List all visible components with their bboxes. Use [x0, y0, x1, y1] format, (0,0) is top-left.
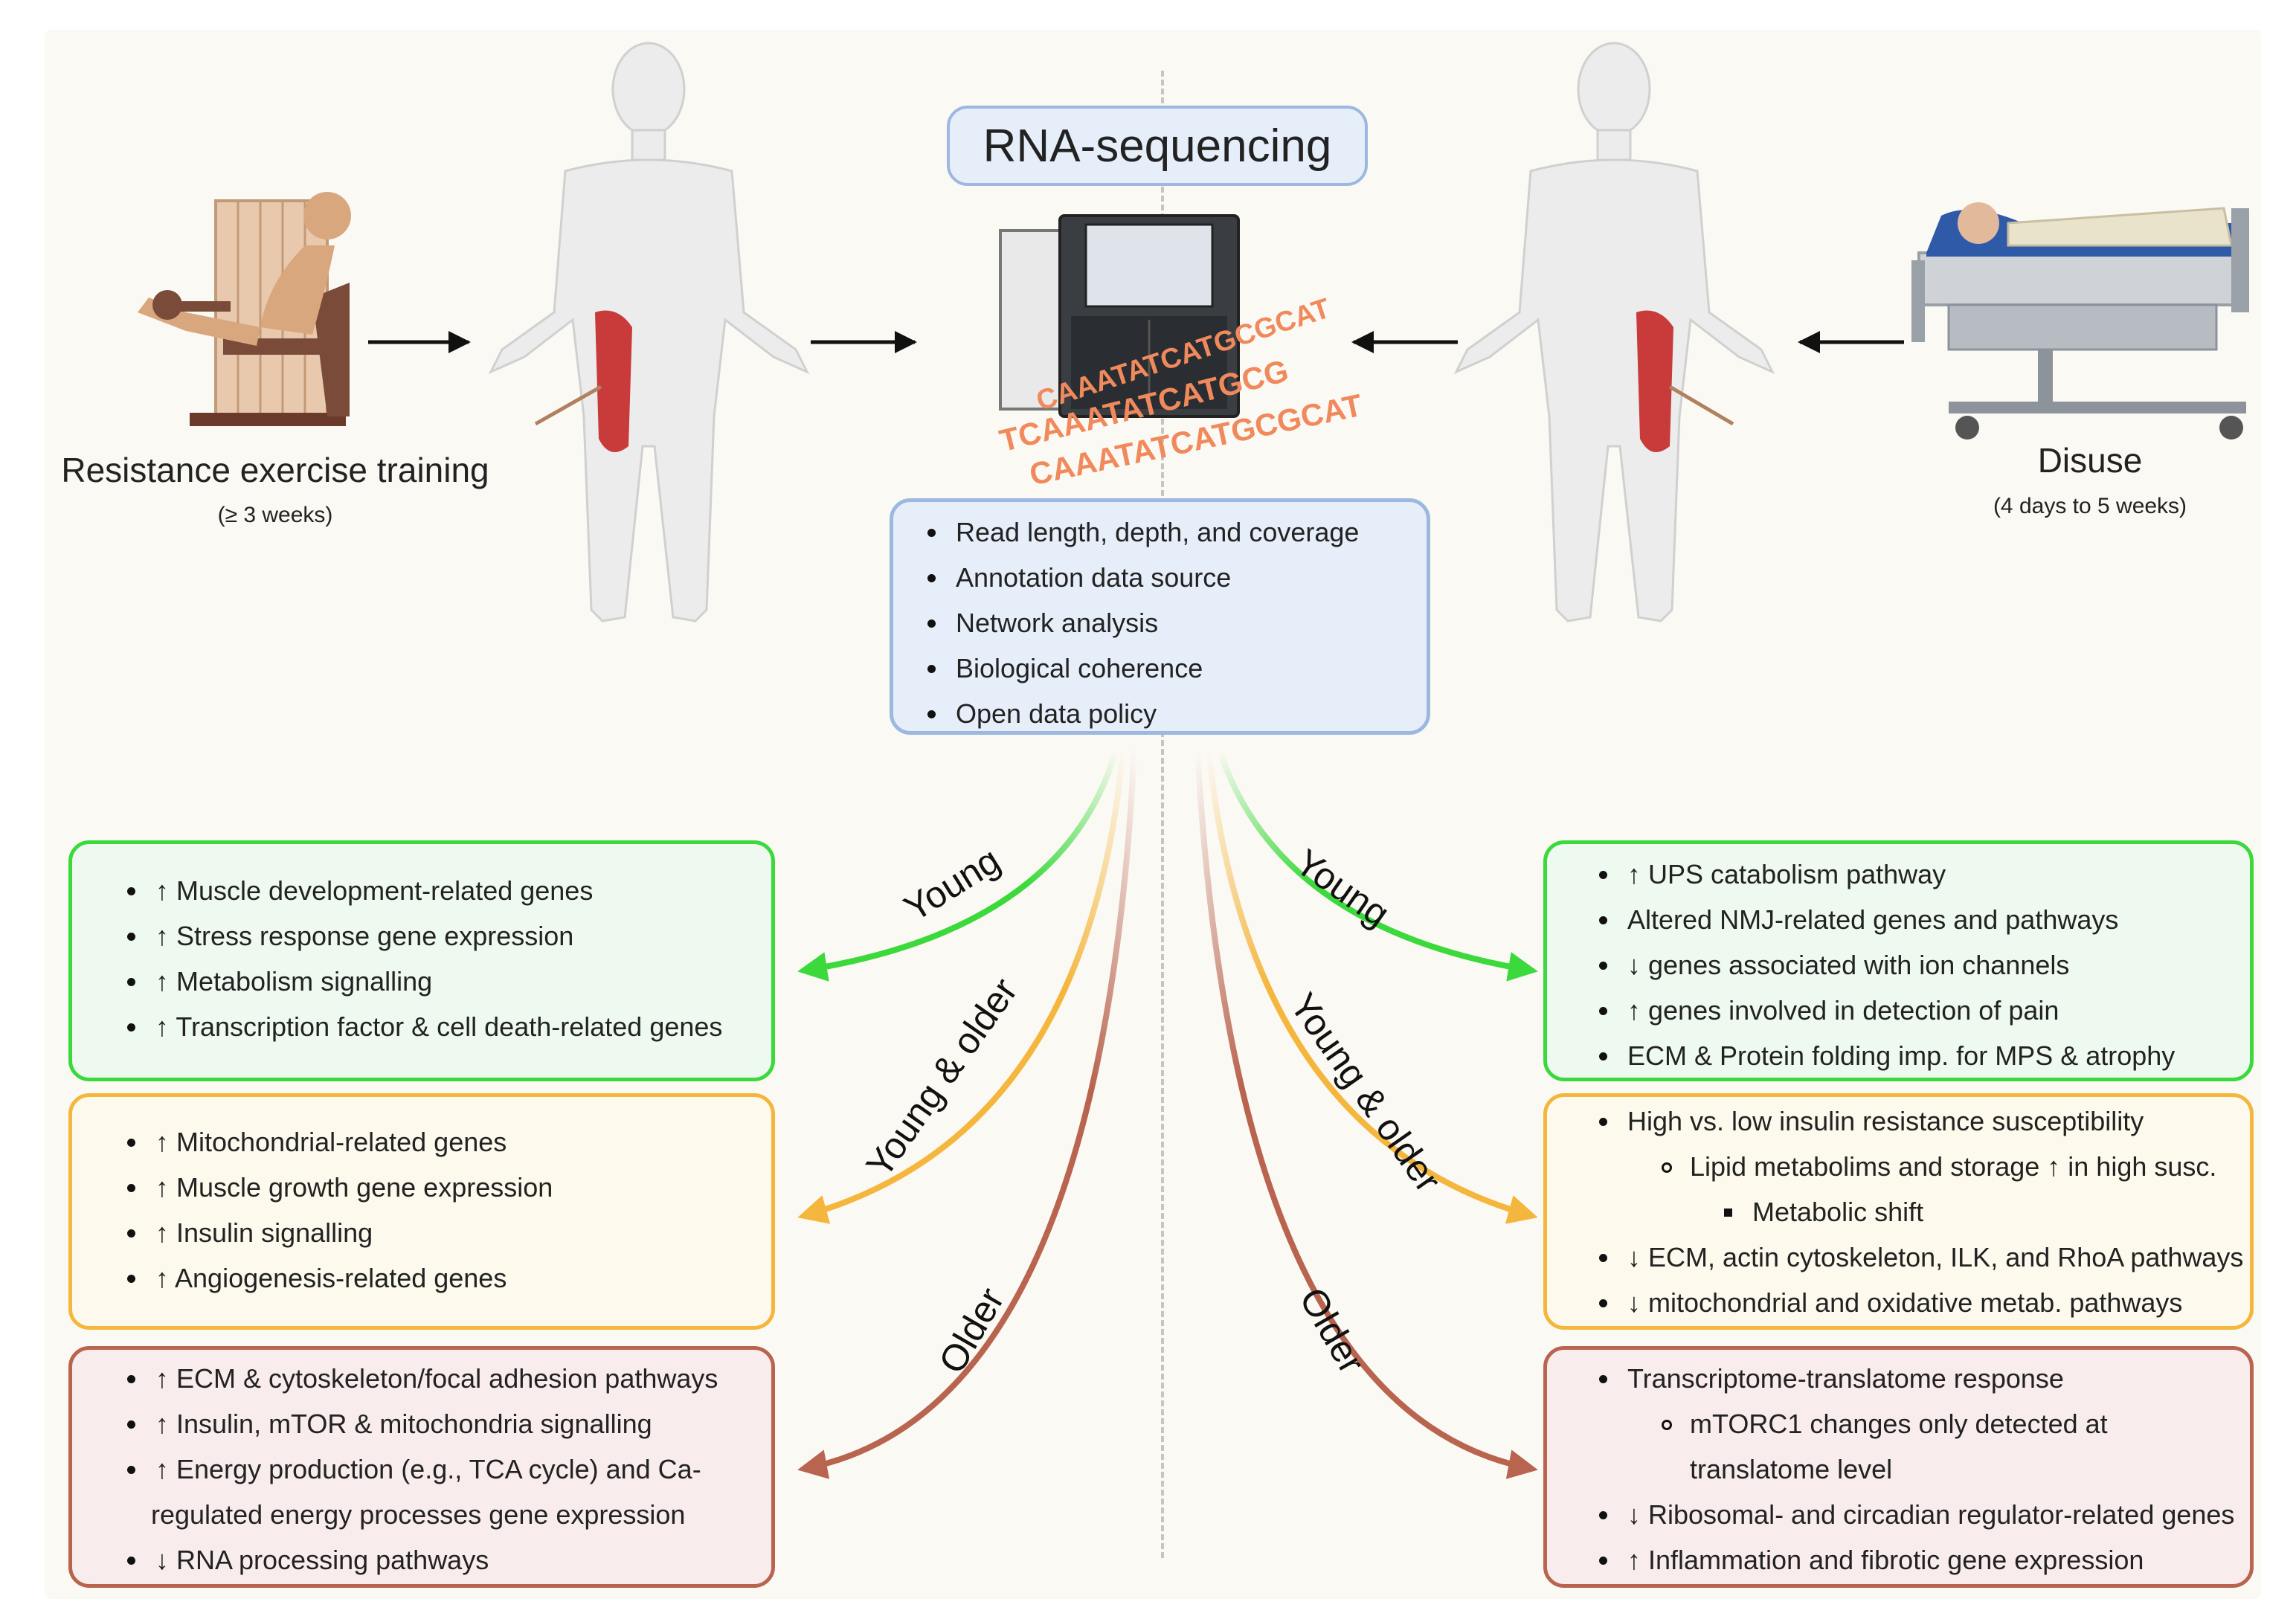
left-young-box: ↑ Muscle development-related genes ↑ Str… — [68, 840, 775, 1081]
finding-item: ↑ Inflammation and fibrotic gene express… — [1599, 1537, 2250, 1583]
finding-item: ↑ Angiogenesis-related genes — [127, 1255, 771, 1301]
right-condition-title: Disuse — [2037, 441, 2143, 480]
leg-press-machine-icon — [138, 192, 351, 426]
consideration-item: Read length, depth, and coverage — [927, 509, 1427, 555]
finding-item: ↓ RNA processing pathways — [127, 1537, 771, 1583]
finding-item: Transcriptome-translatome response — [1599, 1356, 2250, 1401]
finding-item: ↑ ECM & cytoskeleton/focal adhesion path… — [127, 1356, 771, 1401]
finding-item: ECM & Protein folding imp. for MPS & atr… — [1599, 1033, 2250, 1078]
arrow-right-young — [1217, 750, 1538, 982]
thigh-muscle-left-icon — [534, 310, 632, 452]
finding-subitem: mTORC1 changes only detected at — [1662, 1401, 2250, 1446]
arrow-left-young-older — [797, 750, 1126, 1224]
left-condition-title: Resistance exercise training — [61, 451, 489, 489]
finding-item: ↑ Mitochondrial-related genes — [127, 1119, 771, 1165]
center-divider — [1161, 71, 1164, 1558]
arrow-left-young — [797, 750, 1119, 982]
consideration-item: Open data policy — [927, 691, 1427, 736]
page-title: RNA-sequencing — [947, 106, 1368, 186]
finding-item: ↓ mitochondrial and oxidative metab. pat… — [1599, 1280, 2250, 1325]
consideration-item: Annotation data source — [927, 555, 1427, 600]
finding-item: ↓ Ribosomal- and circadian regulator-rel… — [1599, 1492, 2250, 1537]
finding-item: High vs. low insulin resistance suscepti… — [1599, 1098, 2250, 1144]
finding-subitem: Lipid metabolims and storage ↑ in high s… — [1662, 1144, 2250, 1189]
finding-subsubitem: Metabolic shift — [1724, 1189, 2250, 1235]
consideration-item: Biological coherence — [927, 646, 1427, 691]
left-condition-subtitle: (≥ 3 weeks) — [217, 503, 333, 527]
human-body-right-icon — [1453, 42, 1775, 622]
finding-item: ↑ UPS catabolism pathway — [1599, 852, 2250, 897]
human-body-left-icon — [488, 42, 810, 622]
finding-item: ↑ Muscle growth gene expression — [127, 1165, 771, 1210]
finding-item: ↑ Stress response gene expression — [127, 913, 771, 959]
finding-item: ↑ Metabolism signalling — [127, 959, 771, 1004]
rna-sequencer-icon — [999, 214, 1240, 418]
arrow-right-young-older — [1206, 750, 1538, 1224]
finding-item: ↑ Insulin signalling — [127, 1210, 771, 1255]
right-young-older-box: High vs. low insulin resistance suscepti… — [1543, 1093, 2254, 1330]
finding-subitem-continued: translatome level — [1690, 1454, 1893, 1484]
finding-item: ↑ Insulin, mTOR & mitochondria signallin… — [127, 1401, 771, 1446]
finding-item: ↑ Energy production (e.g., TCA cycle) an… — [127, 1446, 771, 1492]
right-young-box: ↑ UPS catabolism pathway Altered NMJ-rel… — [1543, 840, 2254, 1081]
arrow-right-older — [1194, 750, 1538, 1479]
consideration-item: Network analysis — [927, 600, 1427, 646]
finding-item-continued: regulated energy processes gene expressi… — [151, 1499, 686, 1530]
left-young-older-box: ↑ Mitochondrial-related genes ↑ Muscle g… — [68, 1093, 775, 1330]
right-older-box: Transcriptome-translatome response mTORC… — [1543, 1346, 2254, 1588]
finding-item: ↑ genes involved in detection of pain — [1599, 988, 2250, 1033]
finding-item: ↓ ECM, actin cytoskeleton, ILK, and RhoA… — [1599, 1235, 2250, 1280]
finding-item: ↑ Muscle development-related genes — [127, 868, 771, 913]
finding-item: ↓ genes associated with ion channels — [1599, 942, 2250, 988]
thigh-muscle-right-icon — [1636, 310, 1734, 452]
finding-item: Altered NMJ-related genes and pathways — [1599, 897, 2250, 942]
left-older-box: ↑ ECM & cytoskeleton/focal adhesion path… — [68, 1346, 775, 1588]
right-condition-subtitle: (4 days to 5 weeks) — [1993, 494, 2187, 518]
arrow-left-older — [797, 750, 1137, 1479]
method-considerations-box: Read length, depth, and coverage Annotat… — [890, 498, 1430, 735]
finding-item: ↑ Transcription factor & cell death-rela… — [127, 1004, 771, 1049]
hospital-bed-icon — [1911, 202, 2249, 440]
